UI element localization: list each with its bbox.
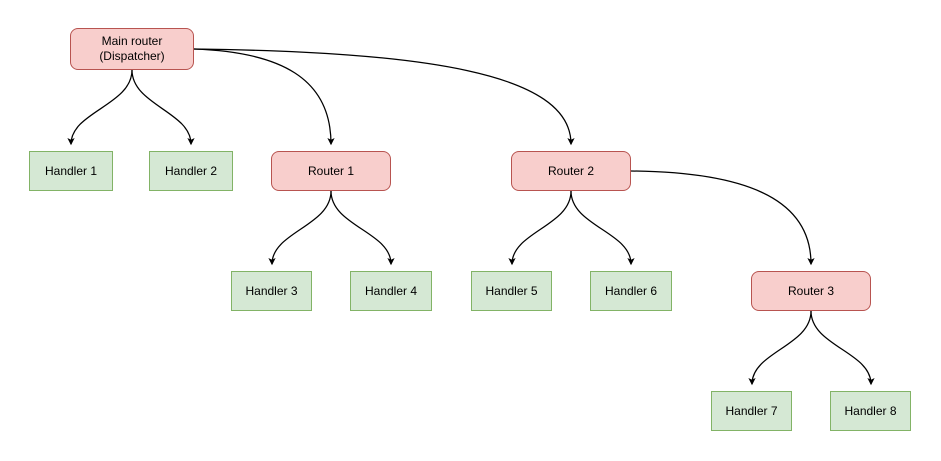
node-label: Handler 5 [485,283,538,298]
node-router-1[interactable]: Router 1 [271,151,391,191]
node-router-2[interactable]: Router 2 [511,151,631,191]
node-label: Router 1 [307,163,355,178]
node-label: Main router (Dispatcher) [99,34,165,63]
edge-e-r3-h8 [810,310,875,386]
edge-e-r1-h3 [268,190,332,266]
node-handler-7[interactable]: Handler 7 [711,391,792,431]
node-router-3[interactable]: Router 3 [751,271,871,311]
node-label: Handler 1 [44,163,98,178]
node-handler-4[interactable]: Handler 4 [350,271,432,311]
edge-e-r1-h4 [330,190,395,266]
edge-e-main-r2 [193,48,575,146]
edge-e-main-r1 [193,48,335,146]
node-handler-2[interactable]: Handler 2 [149,151,233,191]
edge-e-main-h2 [131,69,195,146]
edge-e-r2-h6 [570,190,635,266]
edge-e-main-h1 [67,69,133,146]
edge-e-r2-h5 [508,190,572,266]
edge-e-r3-h7 [748,310,812,386]
node-main-router[interactable]: Main router (Dispatcher) [70,28,194,70]
node-label: Handler 4 [364,283,418,298]
node-label: Router 3 [787,283,835,298]
node-handler-6[interactable]: Handler 6 [590,271,672,311]
node-label: Router 2 [547,163,595,178]
edge-e-r2-r3 [630,170,815,266]
node-label: Handler 7 [725,403,778,418]
edge-group [67,48,875,386]
node-label: Handler 2 [164,163,218,178]
node-handler-5[interactable]: Handler 5 [471,271,552,311]
node-label: Handler 3 [245,283,298,298]
node-handler-1[interactable]: Handler 1 [29,151,113,191]
node-label: Handler 8 [844,403,897,418]
node-handler-8[interactable]: Handler 8 [830,391,911,431]
node-label: Handler 6 [604,283,658,298]
node-handler-3[interactable]: Handler 3 [231,271,312,311]
